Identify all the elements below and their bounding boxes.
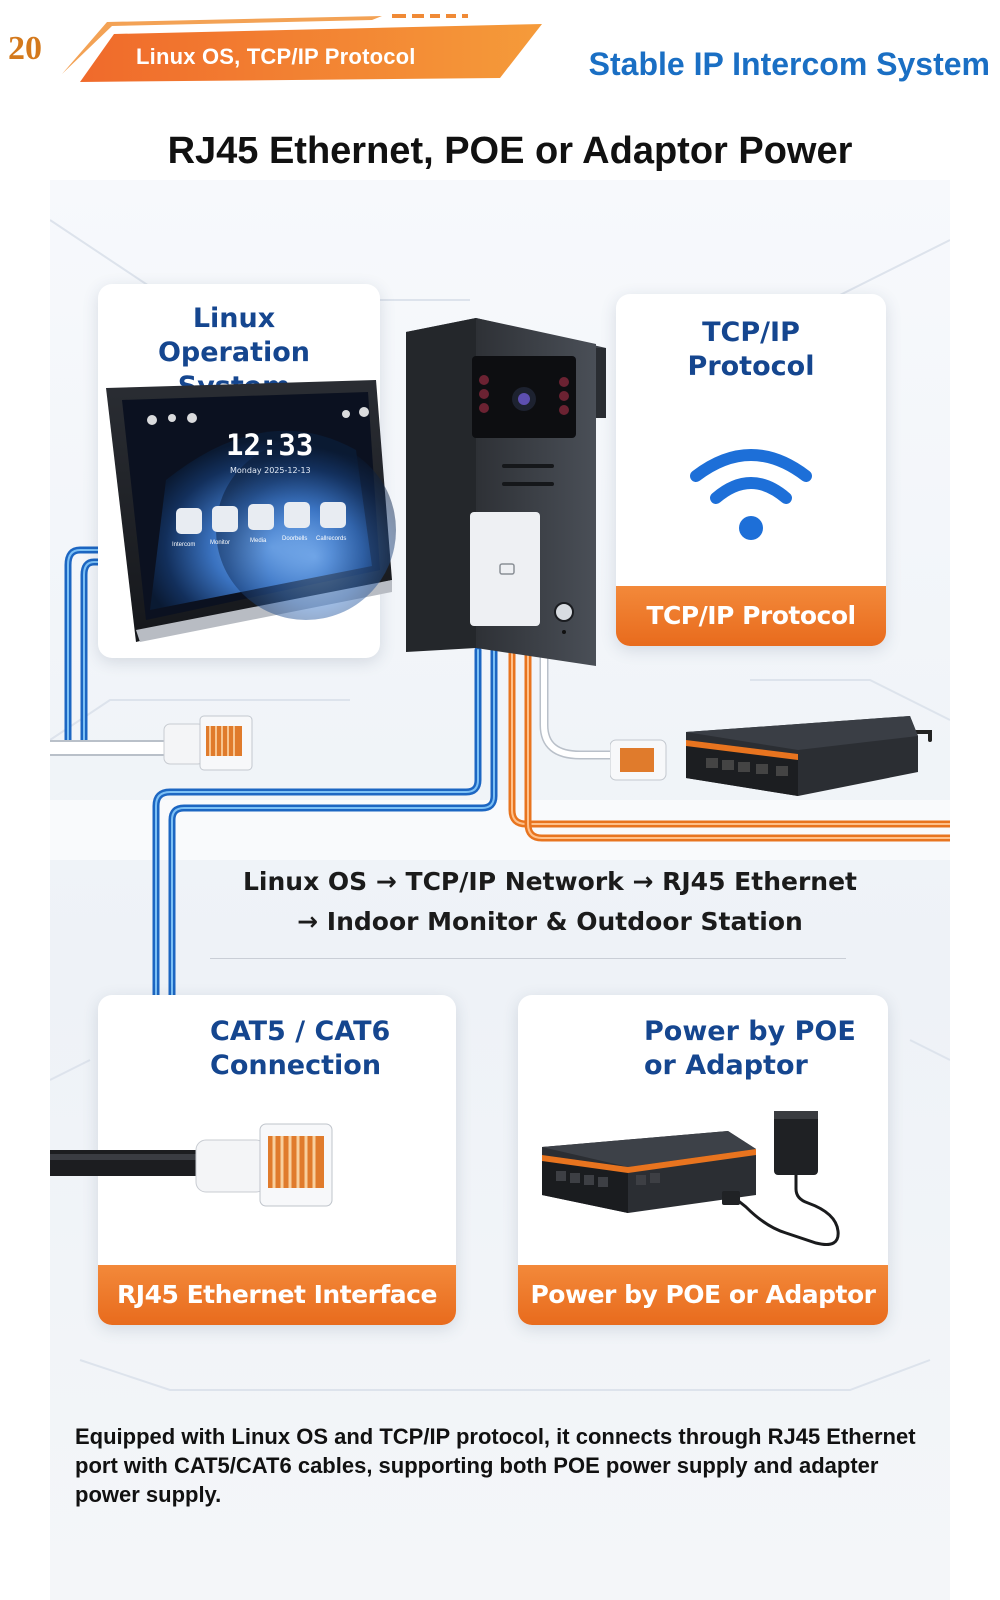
card-cat-title: CAT5 / CAT6 Connection	[210, 1015, 390, 1083]
card-cat-title-line2: Connection	[210, 1050, 382, 1081]
page-title: RJ45 Ethernet, POE or Adaptor Power	[167, 130, 853, 172]
card-tcp-ip: TCP/IP Protocol TCP/IP Protocol	[616, 294, 886, 646]
card-linux-title-line1: Linux Operation	[157, 303, 311, 368]
card-tcp-footer: TCP/IP Protocol	[616, 586, 886, 646]
description-text: Equipped with Linux OS and TCP/IP protoc…	[75, 1424, 916, 1507]
card-tcp-title-line1: TCP/IP	[702, 317, 800, 348]
header-subtitle: Stable IP Intercom System	[588, 46, 990, 82]
flow-description: Linux OS → TCP/IP Network → RJ45 Etherne…	[200, 862, 900, 942]
card-poe-title: Power by POE or Adaptor	[644, 1015, 856, 1083]
card-tcp-title: TCP/IP Protocol	[616, 316, 886, 384]
monitor-app-label-doorbells: Doorbells	[282, 536, 308, 542]
indoor-monitor: 12:33 Monday 2025-12-13 Intercom Monitor…	[106, 380, 396, 646]
card-poe-power: Power by POE or Adaptor Power by POE or …	[518, 995, 888, 1325]
monitor-app-doorbells	[284, 502, 310, 528]
infographic-panel: Linux Operation System	[50, 180, 950, 1600]
monitor-app-intercom	[176, 508, 202, 534]
card-poe-title-line2: or Adaptor	[644, 1050, 808, 1081]
monitor-app-label-intercom: Intercom	[172, 542, 196, 548]
monitor-app-callrecords	[320, 502, 346, 528]
header-banner	[62, 14, 542, 82]
page-number: 20	[8, 30, 42, 67]
wifi-icon	[690, 449, 812, 540]
rj45-connector-left	[163, 715, 253, 771]
outdoor-station-graphic	[406, 318, 606, 666]
monitor-app-media	[248, 504, 274, 530]
banner-label: Linux OS, TCP/IP Protocol	[136, 44, 416, 69]
monitor-app-monitor	[212, 506, 238, 532]
flow-line-1: Linux OS → TCP/IP Network → RJ45 Etherne…	[243, 867, 857, 896]
poe-switch-top	[610, 716, 918, 796]
network-cables	[50, 546, 950, 999]
poe-switch-and-adapter	[542, 1111, 840, 1246]
outdoor-station	[406, 318, 612, 666]
monitor-date: Monday 2025-12-13	[230, 466, 311, 475]
monitor-app-label-callrecords: Callrecords	[316, 536, 347, 542]
monitor-app-row: Intercom Monitor Media Doorbells Callrec…	[172, 502, 356, 562]
monitor-clock: 12:33	[226, 428, 314, 462]
flow-divider	[210, 958, 846, 959]
header: 20 Linux OS, TCP/IP Protocol Stable IP I…	[0, 0, 1000, 100]
monitor-app-label-monitor: Monitor	[210, 540, 231, 546]
card-poe-title-line1: Power by POE	[644, 1016, 856, 1047]
card-poe-footer: Power by POE or Adaptor	[518, 1265, 888, 1325]
card-cat-footer: RJ45 Ethernet Interface	[98, 1265, 456, 1325]
flow-line-2: → Indoor Monitor & Outdoor Station	[297, 907, 803, 936]
monitor-app-label-media: Media	[250, 538, 267, 544]
cat6-cable-connector	[50, 1123, 333, 1207]
card-cat-title-line1: CAT5 / CAT6	[210, 1016, 391, 1047]
card-tcp-title-line2: Protocol	[687, 351, 815, 382]
